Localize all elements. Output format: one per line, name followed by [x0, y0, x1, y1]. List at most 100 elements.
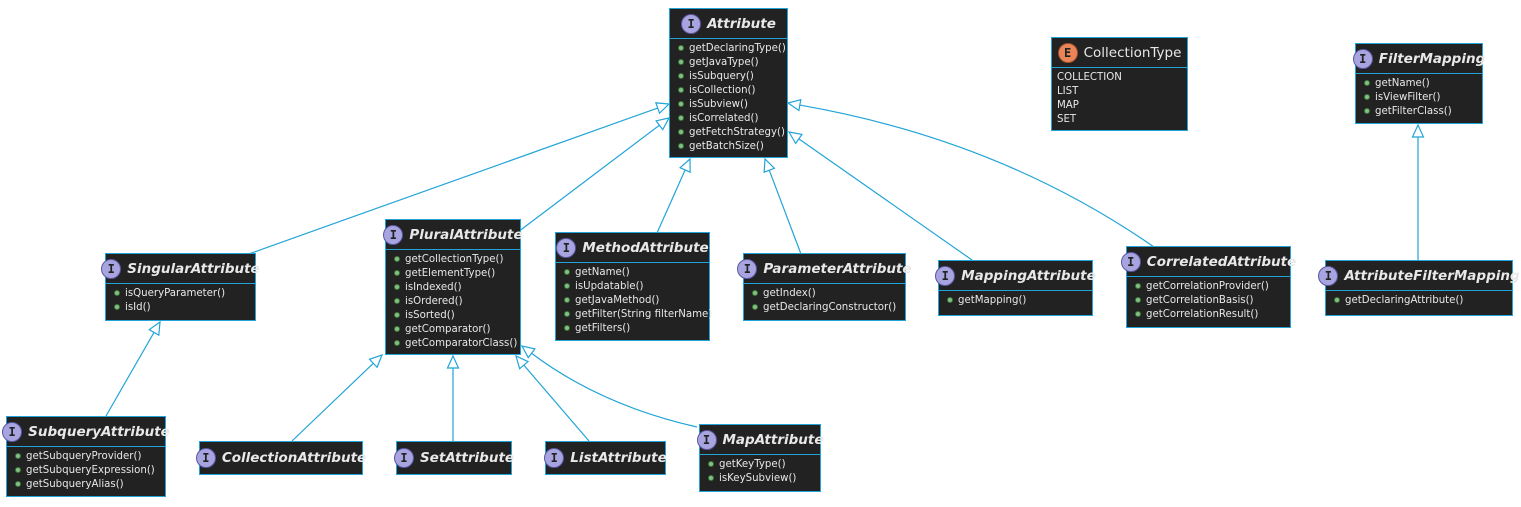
method-name: getDeclaringConstructor() [763, 301, 897, 313]
method-name: getDeclaringType() [689, 42, 786, 54]
inheritance-arrowhead [368, 354, 384, 369]
inheritance-line [799, 104, 1155, 248]
interface-icon: I [383, 224, 404, 245]
public-method-icon [394, 312, 400, 318]
public-method-icon [678, 143, 684, 149]
public-method-icon [678, 101, 684, 107]
method-row: isViewFilter() [1364, 90, 1476, 104]
public-method-icon [1135, 297, 1141, 303]
public-method-icon [114, 304, 120, 310]
interface-icon: I [737, 258, 758, 279]
method-row: isKeySubview() [708, 471, 814, 485]
inheritance-edge [1411, 123, 1425, 260]
public-method-icon [394, 326, 400, 332]
inheritance-line [517, 124, 660, 233]
method-name: getKeyType() [719, 458, 786, 470]
method-row: isCorrelated() [678, 111, 781, 125]
method-name: getSubqueryExpression() [26, 464, 155, 476]
class-name: MappingAttribute [961, 267, 1096, 284]
method-row: getBatchSize() [678, 139, 781, 153]
class-name: SubqueryAttribute [28, 423, 170, 440]
method-name: isCorrelated() [689, 112, 759, 124]
inheritance-arrowhead [1411, 123, 1425, 138]
method-row: getSubqueryProvider() [15, 449, 159, 463]
method-list: getDeclaringAttribute() [1326, 291, 1512, 311]
inheritance-line [798, 138, 973, 261]
public-method-icon [1364, 80, 1370, 86]
method-row: getCorrelationBasis() [1135, 293, 1284, 307]
method-row: getName() [564, 265, 703, 279]
method-list: getKeyType() isKeySubview() [700, 455, 820, 489]
public-method-icon [114, 290, 120, 296]
method-name: getJavaType() [689, 56, 759, 68]
method-row: getSubqueryAlias() [15, 477, 159, 491]
method-row: getFetchStrategy() [678, 125, 785, 139]
method-name: isUpdatable() [575, 280, 644, 292]
public-method-icon [678, 45, 684, 51]
method-name: isIndexed() [405, 281, 462, 293]
inheritance-arrowhead [763, 157, 776, 174]
method-name: isSorted() [405, 309, 455, 321]
inheritance-line [242, 107, 658, 257]
class-name: AttributeFilterMapping [1344, 267, 1520, 284]
class-name: FilterMapping [1378, 50, 1486, 67]
public-method-icon [708, 475, 714, 481]
interface-icon: I [393, 447, 414, 468]
method-row: getFilterClass() [1364, 104, 1476, 118]
method-row: isId() [114, 300, 249, 314]
method-row: getDeclaringType() [678, 41, 786, 55]
class-name: CorrelatedAttribute [1146, 253, 1297, 270]
inheritance-arrowhead [787, 131, 804, 145]
method-name: getSubqueryProvider() [26, 450, 142, 462]
class-set-attribute[interactable]: I SetAttribute [393, 441, 515, 475]
method-row: getSubqueryExpression() [15, 463, 159, 477]
method-row: getComparator() [394, 322, 514, 336]
method-name: isKeySubview() [719, 472, 797, 484]
method-row: isOrdered() [394, 294, 514, 308]
interface-icon: I [1120, 251, 1141, 272]
method-name: getCorrelationResult() [1146, 308, 1259, 320]
class-name: ListAttribute [570, 449, 667, 466]
public-method-icon [678, 73, 684, 79]
public-method-icon [1135, 283, 1141, 289]
inheritance-arrowhead [520, 345, 536, 359]
method-list: isQueryParameter() isId() [106, 284, 255, 318]
interface-icon: I [195, 447, 216, 468]
method-name: getIndex() [763, 287, 816, 299]
public-method-icon [678, 129, 684, 135]
method-list: getSubqueryProvider() getSubqueryExpress… [7, 447, 165, 495]
method-row: getName() [1364, 76, 1476, 90]
method-name: getSubqueryAlias() [26, 478, 124, 490]
interface-icon: I [544, 447, 565, 468]
class-name: MethodAttribute [582, 239, 709, 256]
public-method-icon [564, 297, 570, 303]
interface-icon: I [2, 421, 23, 442]
public-method-icon [394, 284, 400, 290]
method-name: getMapping() [958, 294, 1027, 306]
method-name: isSubview() [689, 98, 748, 110]
class-subquery-attribute[interactable]: I SubqueryAttribute getSubqueryProvider()… [2, 416, 170, 497]
method-list: getCollectionType() getElementType() isI… [386, 250, 520, 354]
public-method-icon [564, 325, 570, 331]
method-name: isId() [125, 301, 151, 313]
inheritance-edge [656, 157, 691, 234]
enum-value-list: COLLECTION LIST MAP SET [1052, 68, 1187, 130]
inheritance-line [105, 332, 155, 417]
class-list-attribute[interactable]: I ListAttribute [544, 441, 667, 475]
method-row: getDeclaringConstructor() [752, 300, 899, 314]
class-name: SetAttribute [419, 449, 515, 466]
method-name: getFilters() [575, 322, 631, 334]
inheritance-line [523, 364, 590, 442]
